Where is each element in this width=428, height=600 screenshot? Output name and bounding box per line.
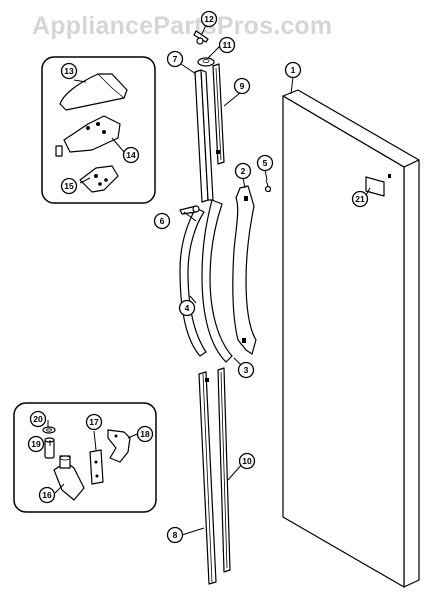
callout-13: 13	[60, 62, 78, 80]
trim-strip-bottom-left	[198, 371, 217, 585]
svg-text:13: 13	[64, 66, 74, 76]
handle-mount	[232, 185, 257, 355]
svg-text:19: 19	[31, 439, 41, 449]
callout-19: 19	[27, 435, 45, 453]
svg-text:2: 2	[241, 166, 246, 176]
hinge-shim	[79, 165, 119, 193]
lower-hinge	[53, 455, 85, 501]
leader-lines	[47, 24, 371, 536]
svg-text:4: 4	[185, 303, 190, 313]
svg-text:17: 17	[89, 417, 99, 427]
callout-20: 20	[29, 410, 47, 428]
svg-text:9: 9	[240, 81, 245, 91]
svg-text:16: 16	[42, 490, 52, 500]
svg-text:5: 5	[263, 158, 268, 168]
callout-7: 7	[166, 50, 184, 68]
trim-strip-top-right	[212, 63, 225, 165]
callout-14: 14	[122, 146, 140, 164]
callout-5: 5	[256, 154, 274, 172]
callout-12: 12	[200, 10, 218, 28]
svg-text:15: 15	[64, 181, 74, 191]
svg-text:1: 1	[291, 65, 296, 75]
hinge-cover	[59, 73, 128, 111]
svg-text:7: 7	[173, 54, 178, 64]
hinge-plate	[89, 449, 104, 485]
bushing	[197, 57, 215, 67]
svg-text:18: 18	[140, 429, 150, 439]
label-plate	[365, 176, 385, 197]
trim-strip-top-left	[194, 69, 214, 203]
screw-top	[193, 30, 209, 45]
svg-text:6: 6	[160, 216, 165, 226]
callout-16: 16	[38, 486, 56, 504]
svg-text:21: 21	[355, 194, 365, 204]
callout-18: 18	[136, 425, 154, 443]
callout-4: 4	[178, 299, 196, 317]
svg-text:3: 3	[244, 365, 249, 375]
callout-1: 1	[284, 61, 302, 79]
callout-21: 21	[351, 190, 369, 208]
callout-15: 15	[60, 177, 78, 195]
screw-5	[264, 179, 272, 193]
washer	[42, 426, 56, 434]
callout-10: 10	[238, 452, 256, 470]
callout-9: 9	[233, 77, 251, 95]
door-panel	[282, 89, 420, 588]
callout-6: 6	[153, 212, 171, 230]
svg-text:20: 20	[33, 414, 43, 424]
callout-2: 2	[234, 162, 252, 180]
handle-middle	[201, 199, 233, 363]
callout-11: 11	[218, 36, 236, 54]
handle-front	[179, 207, 207, 357]
svg-text:8: 8	[173, 530, 178, 540]
hinge-bracket	[107, 429, 131, 463]
callout-3: 3	[237, 361, 255, 379]
callout-8: 8	[166, 526, 184, 544]
callout-17: 17	[85, 413, 103, 431]
svg-text:12: 12	[204, 14, 214, 24]
svg-text:14: 14	[126, 150, 136, 160]
upper-hinge	[55, 115, 121, 157]
svg-text:10: 10	[242, 456, 252, 466]
svg-text:11: 11	[223, 40, 232, 50]
watermark-text: AppliancePartsPros.com	[32, 12, 332, 40]
trim-strip-bottom-right	[217, 367, 231, 573]
